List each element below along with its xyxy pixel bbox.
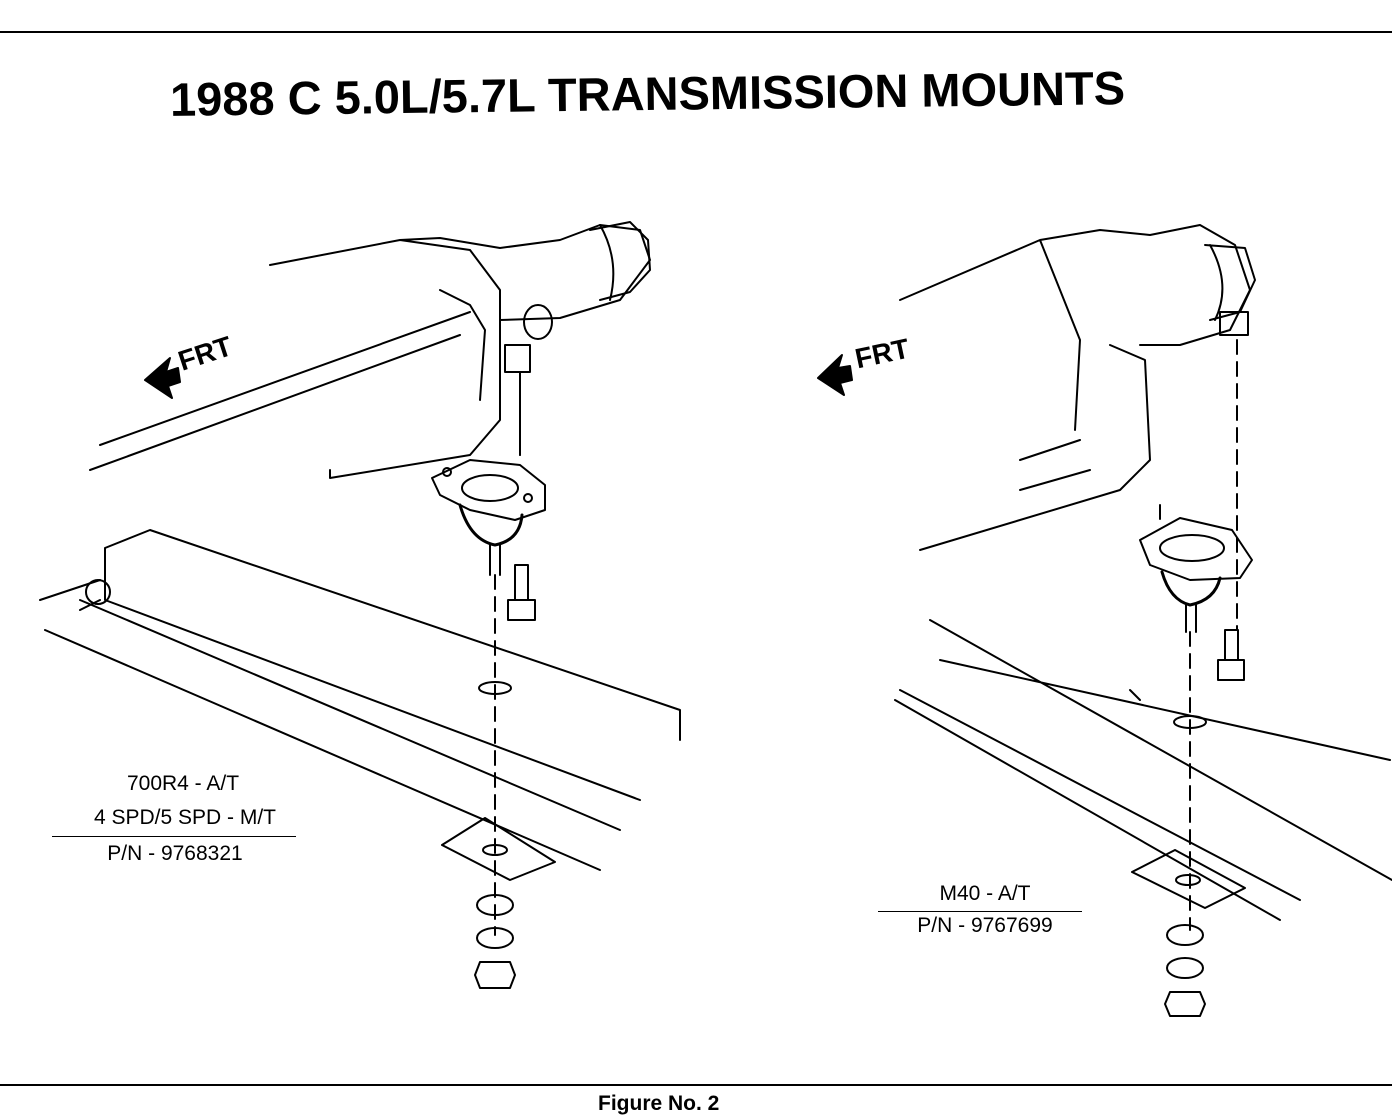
left-dashed-centre-line [494,379,521,936]
figure-caption: Figure No. 2 [598,1092,720,1115]
right-dashed-centre-line [1159,339,1238,931]
left-line-2: 4 SPD/5 SPD - M/T [93,806,277,829]
left-isolator-stud [489,544,501,576]
left-bracket [504,344,531,456]
left-mount-hole [461,474,519,502]
left-retainer-slot [482,844,508,856]
bottom-rule [0,1084,1392,1086]
right-mount-hole [1159,534,1225,562]
left-assembly [39,221,681,989]
right-assembly [894,224,1392,1017]
left-mount-bolt-hole-b [523,493,533,503]
left-crossmember [39,529,681,871]
left-mount-plate [431,459,546,521]
right-washer-2 [1166,957,1204,979]
left-washer-1 [476,894,514,916]
right-bracket [1219,311,1249,336]
right-transmission-housing [899,224,1251,551]
left-transmission-housing [89,224,651,479]
right-bolt [1217,629,1245,681]
right-nut [1164,991,1206,1017]
left-retainer-plate [441,817,556,881]
left-bolt [507,564,536,621]
top-rule [0,31,1392,33]
right-retainer-plate [1131,849,1246,909]
left-crossmember-bolt [85,579,111,605]
left-line-1: 700R4 - A/T [126,772,240,795]
right-frt-arrow-icon [817,354,853,396]
left-part-number: P/N - 9768321 [107,842,243,865]
right-isolator [1160,570,1222,607]
right-isolator-stud [1185,604,1197,633]
right-tail-housing [1204,244,1256,321]
left-label-divider [52,836,296,837]
left-shift-knob [523,304,553,340]
right-line-1: M40 - A/T [939,882,1031,905]
left-isolator [458,503,524,547]
right-crossmember [894,619,1392,921]
left-nut [474,961,516,989]
right-retainer-slot [1175,874,1201,886]
right-washer-1 [1166,924,1204,946]
left-tail-housing [589,221,651,301]
left-washer-2 [476,927,514,949]
left-mount-bolt-hole-a [442,467,452,477]
left-frt-arrow-icon [144,357,181,399]
right-part-number: P/N - 9767699 [917,914,1053,937]
right-mount-plate [1139,517,1253,581]
right-label-divider [878,911,1082,912]
